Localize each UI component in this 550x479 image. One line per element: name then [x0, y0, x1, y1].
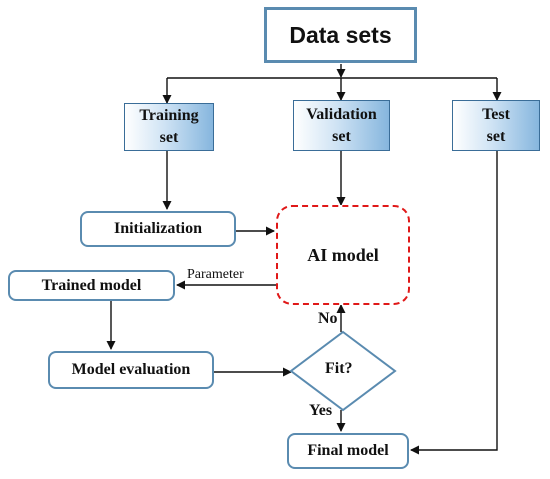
- training-set-node: Training set: [124, 103, 214, 151]
- training-set-label-line2: set: [159, 129, 179, 146]
- fit-decision-diamond: [289, 330, 397, 412]
- parameter-edge-label: Parameter: [187, 267, 244, 282]
- validation-set-node: Validation set: [293, 100, 390, 151]
- fit-decision-label: Fit?: [325, 360, 353, 377]
- no-edge-label: No: [318, 310, 338, 327]
- ai-model-node: AI model: [276, 205, 410, 305]
- initialization-node: Initialization: [80, 211, 236, 247]
- test-set-node: Test set: [452, 100, 540, 151]
- test-set-label-line2: set: [486, 127, 506, 145]
- validation-set-label-line1: Validation: [306, 105, 377, 123]
- test-set-label-line1: Test: [482, 105, 510, 123]
- final-model-node: Final model: [287, 433, 409, 469]
- yes-edge-label: Yes: [309, 402, 333, 419]
- test-to-final-connector: [410, 151, 498, 455]
- data-sets-node: Data sets: [264, 7, 417, 63]
- trained-model-node: Trained model: [8, 270, 175, 301]
- model-evaluation-node: Model evaluation: [48, 351, 214, 389]
- training-set-label-line1: Training: [139, 107, 199, 124]
- validation-set-label-line2: set: [332, 127, 351, 145]
